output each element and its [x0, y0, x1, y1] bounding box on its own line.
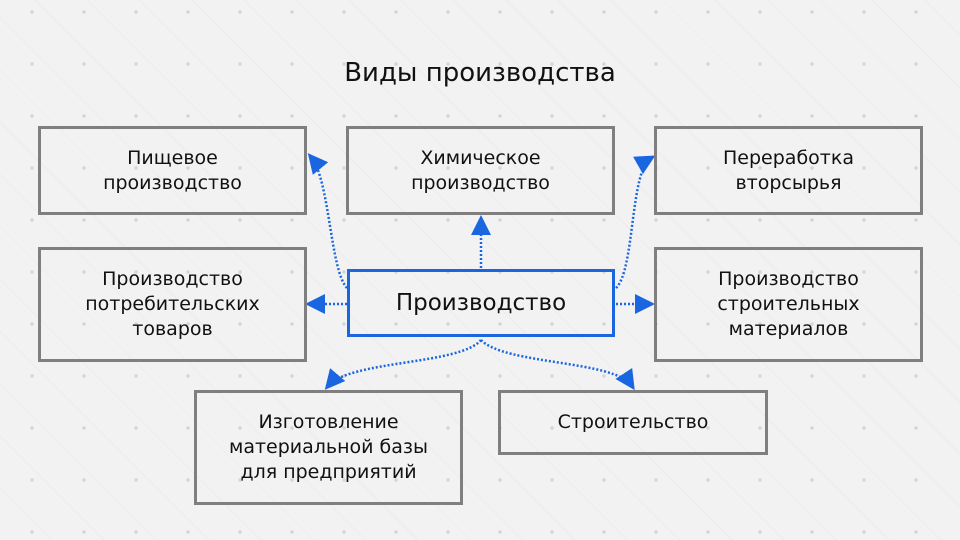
- arrow-to-recycling: [615, 155, 656, 289]
- node-production-center: Производство: [347, 269, 615, 337]
- node-chemical-production: Химическое производство: [346, 126, 615, 215]
- node-construction: Строительство: [498, 390, 768, 455]
- node-recycling: Переработка вторсырья: [654, 126, 923, 215]
- node-building-materials: Производство строительных материалов: [654, 247, 923, 362]
- arrow-to-food: [307, 153, 348, 289]
- node-food-production: Пищевое производство: [38, 126, 307, 215]
- node-material-base: Изготовление материальной базы для предп…: [194, 390, 463, 505]
- node-consumer-goods: Производство потребительских товаров: [38, 247, 307, 362]
- diagram-title: Виды производства: [344, 58, 616, 88]
- arrow-to-material-base: [324, 339, 482, 390]
- arrow-to-construction: [480, 339, 635, 391]
